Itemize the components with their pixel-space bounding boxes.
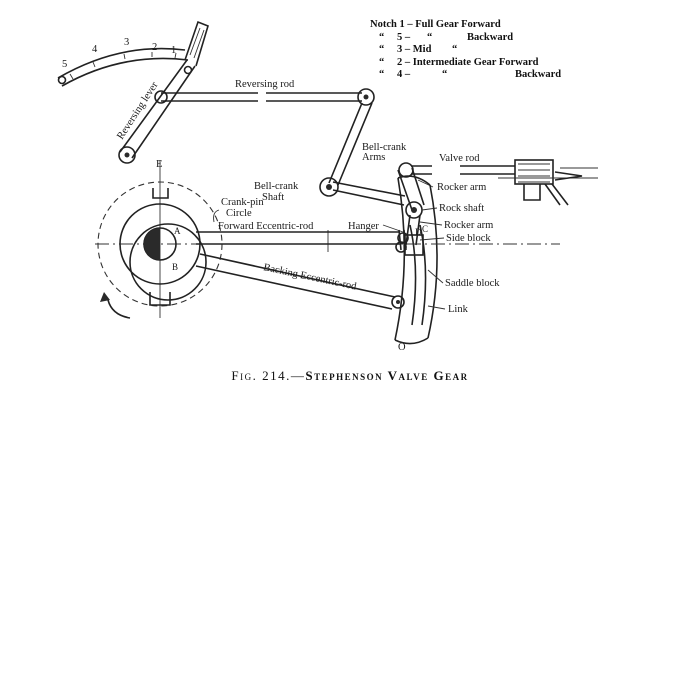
notch-3: 3 [124,37,129,48]
quadrant: 5 4 3 2 1 [57,37,193,87]
legend-line-5-word: Backward [515,69,561,80]
crank-assembly: E A B Crank-pin Circle [97,159,264,319]
legend-line-5-ditto: “ [442,69,447,80]
legend-line-2-word: Backward [467,32,513,43]
side-block-label: Side block [446,233,491,244]
lever-fulcrum [118,146,136,164]
forward-eccentric-rod: Forward Eccentric-rod [196,221,409,245]
link-bottom-pin [391,295,405,309]
rotation-arrow [107,299,131,319]
quadrant-end-left [57,75,67,85]
bell-crank-shaft [319,177,339,197]
legend-line-5-mark: “ [379,69,384,80]
hanger: Hanger [348,221,407,251]
rocker-arm-bottom-label: Rocker arm [444,220,493,231]
letter-o: O [398,342,406,353]
valve-chest [498,159,598,206]
figure-caption: Fig. 214.—Stephenson Valve Gear [0,368,700,384]
legend-line-4-text: 2 – Intermediate Gear Forward [397,57,539,68]
legend-line-3-ditto: “ [452,44,457,55]
legend-line-5-num: 4 – [397,69,411,80]
hanger-label: Hanger [348,221,379,232]
notch-2: 2 [152,42,157,53]
notch-5: 5 [62,59,67,70]
legend-line-4-mark: “ [379,57,384,68]
legend-line-2-num: 5 – [397,32,411,43]
legend-line-2-mark: “ [379,32,384,43]
crank-pin-circle-label-1: Crank-pin [221,197,264,208]
valve-rod-label: Valve rod [439,153,480,164]
backing-eccentric-rod: Backing Eccentric-rod [195,253,396,310]
bell-crank-arms-label-2: Arms [362,152,385,163]
valve-rod: Valve rod [411,153,598,206]
rocker-assembly: Rocker arm Rock shaft Rocker arm Side bl… [397,162,493,246]
letter-b: B [172,262,178,272]
eccentric-backing [129,223,207,301]
bell-crank-shaft-label-1: Bell-crank [254,181,299,192]
legend-line-2-ditto: “ [427,32,432,43]
notch-4: 4 [92,44,98,55]
letter-d: D [415,227,422,237]
legend-line-1: Notch 1 – Full Gear Forward [370,19,501,30]
backing-eccentric-rod-label: Backing Eccentric-rod [262,262,358,293]
expansion-link: Saddle block Link D C O [391,175,500,353]
letter-a: A [174,226,181,236]
caption-title: Stephenson Valve Gear [305,368,469,383]
notch-1: 1 [171,45,176,56]
reversing-rod-label: Reversing rod [235,79,295,90]
lever-rod-pin [154,90,168,104]
letter-c: C [422,224,428,234]
link-label: Link [448,304,469,315]
reversing-rod-pin [357,88,375,106]
notch-legend: Notch 1 – Full Gear Forward “ 5 – “ Back… [370,19,561,80]
reversing-lever-label: Reversing lever [115,80,161,142]
bell-crank: Bell-crank Arms Bell-crank Shaft [254,102,407,206]
legend-line-3-mark: “ [379,44,384,55]
crank-pin-circle-label-2: Circle [226,208,252,219]
letter-e: E [156,159,162,170]
rock-shaft-label: Rock shaft [439,203,484,214]
forward-eccentric-rod-label: Forward Eccentric-rod [218,221,314,232]
caption-fig-number: Fig. 214.— [231,368,306,383]
saddle-block-label: Saddle block [445,278,500,289]
legend-line-3-num: 3 – Mid [397,44,432,55]
rocker-arm-top-label: Rocker arm [437,182,486,193]
bell-crank-arms-label-1: Bell-crank [362,142,407,153]
reversing-rod: Reversing rod [161,79,375,106]
rocker-top-pin [398,162,414,178]
bell-crank-shaft-label-2: Shaft [262,192,284,203]
valve-gear-diagram: Notch 1 – Full Gear Forward “ 5 – “ Back… [57,19,598,353]
